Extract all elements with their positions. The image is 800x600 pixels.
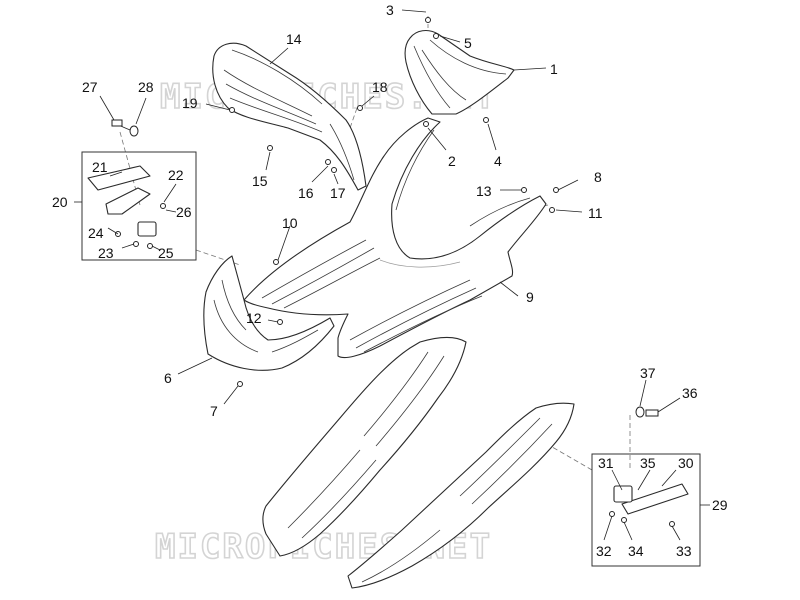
inner-shield[interactable] — [212, 42, 367, 191]
right-side-cover[interactable] — [347, 402, 575, 589]
callout-37: 37 — [640, 365, 656, 381]
callout-6: 6 — [164, 370, 172, 386]
screw-10 — [273, 259, 279, 265]
callout-10: 10 — [282, 215, 298, 231]
clip-4 — [483, 117, 489, 123]
screw-3 — [425, 17, 431, 23]
leader-lines — [74, 9, 710, 541]
callout-5: 5 — [464, 35, 472, 51]
callout-27: 27 — [82, 79, 98, 95]
callout-17: 17 — [330, 185, 346, 201]
callout-36: 36 — [682, 385, 698, 401]
callout-1: 1 — [550, 61, 558, 77]
clip-13 — [521, 187, 527, 193]
bolt-36 — [645, 409, 659, 417]
clip-12 — [277, 319, 283, 325]
footrest-arm-left — [105, 187, 151, 215]
callout-4: 4 — [494, 153, 502, 169]
callout-2: 2 — [448, 153, 456, 169]
callout-14: 14 — [286, 31, 302, 47]
screw-11 — [549, 207, 555, 213]
clip-17 — [331, 167, 337, 173]
callout-21: 21 — [92, 159, 108, 175]
bracket-right — [613, 485, 633, 503]
callout-9: 9 — [526, 289, 534, 305]
callout-28: 28 — [138, 79, 154, 95]
screw-15 — [267, 145, 273, 151]
footrest-pad-left — [87, 165, 151, 191]
callout-12: 12 — [246, 310, 262, 326]
screw-7 — [237, 381, 243, 387]
callout-labels: 3 5 1 14 18 19 27 28 2 4 15 16 17 21 22 … — [52, 2, 728, 559]
callout-35: 35 — [640, 455, 656, 471]
floor-panel[interactable] — [243, 117, 547, 359]
callout-23: 23 — [98, 245, 114, 261]
callout-15: 15 — [252, 173, 268, 189]
clip-5 — [433, 33, 439, 39]
callout-33: 33 — [676, 543, 692, 559]
callout-31: 31 — [598, 455, 614, 471]
callout-34: 34 — [628, 543, 644, 559]
left-side-cover[interactable] — [262, 336, 467, 557]
callout-3: 3 — [386, 2, 394, 18]
upper-front-cover[interactable] — [404, 29, 515, 115]
callout-30: 30 — [678, 455, 694, 471]
clip-8 — [553, 187, 559, 193]
callout-7: 7 — [210, 403, 218, 419]
callout-29: 29 — [712, 497, 728, 513]
screw-16 — [325, 159, 331, 165]
callout-22: 22 — [168, 167, 184, 183]
callout-20: 20 — [52, 194, 68, 210]
footrest-assembly-left[interactable] — [81, 151, 197, 261]
callout-26: 26 — [176, 204, 192, 220]
callout-18: 18 — [372, 79, 388, 95]
callout-16: 16 — [298, 185, 314, 201]
footrest-pad-right — [621, 483, 689, 515]
bracket-left — [137, 221, 157, 237]
callout-32: 32 — [596, 543, 612, 559]
callout-13: 13 — [476, 183, 492, 199]
footrest-assembly-right[interactable] — [591, 453, 701, 567]
callout-8: 8 — [594, 169, 602, 185]
callout-19: 19 — [182, 95, 198, 111]
callout-25: 25 — [158, 245, 174, 261]
bolt-27 — [111, 119, 123, 127]
washer-37 — [635, 406, 645, 418]
callout-24: 24 — [88, 225, 104, 241]
hardware — [111, 17, 659, 418]
washer-28 — [129, 125, 139, 137]
screw-19 — [229, 107, 235, 113]
clip-18 — [357, 105, 363, 111]
callout-11: 11 — [588, 205, 603, 221]
front-lower-cover[interactable] — [203, 255, 335, 371]
nut-2 — [423, 121, 429, 127]
